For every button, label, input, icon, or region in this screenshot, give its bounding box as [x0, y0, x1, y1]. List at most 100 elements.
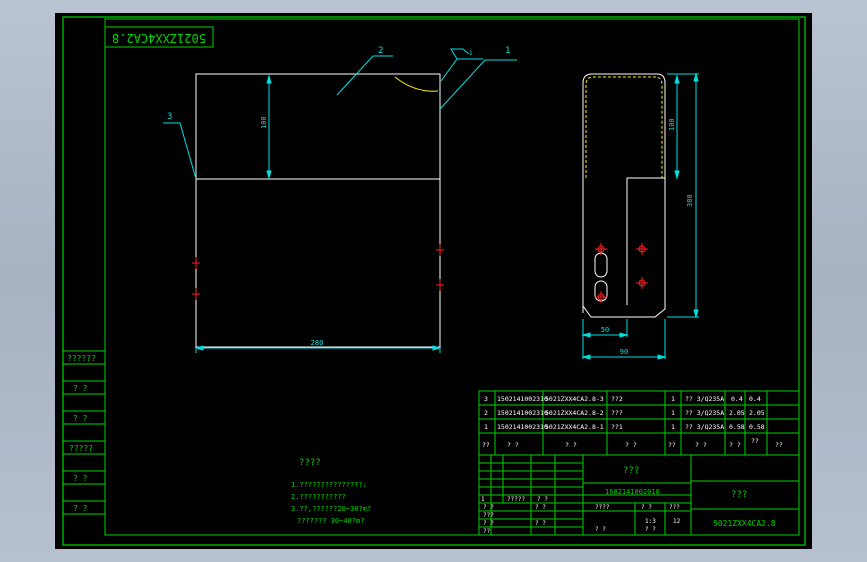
side-view[interactable]: 100 380 50 90 [581, 72, 699, 360]
bom-row2-qty: 1 [671, 409, 675, 417]
bom-row3-no: 3 [484, 395, 488, 403]
bom-row1-material: ?? 3/Q235A [685, 423, 724, 431]
bom-row2-material: ?? 3/Q235A [685, 409, 724, 417]
bom-row2-w2: 2.05 [749, 409, 765, 417]
dim-side-lower-text: 50 [601, 326, 609, 334]
drawing-sheet[interactable]: 5021ZXX4CA2.8 ?????? ? ? ? ? ????? ? ? ?… [55, 13, 812, 549]
side-hidden-profile [585, 76, 663, 178]
dim-front-width-text: 280 [311, 339, 324, 347]
bom-row3-material: ?? 3/Q235A [685, 395, 724, 403]
side-outer-profile [582, 73, 666, 313]
bom-header-qty: ?? [668, 441, 676, 449]
title-company: ??? [731, 490, 747, 500]
balloon-2: 2 [378, 46, 383, 56]
left-cell-3: ? ? [73, 414, 88, 423]
title-sheet-field-2: ? ? [645, 526, 656, 533]
title-rev-marker: 1 [481, 496, 485, 503]
bom-row2-drawing: 5021ZXX4CA2.8-2 [545, 409, 604, 417]
balloon-leaders [163, 48, 517, 180]
bom-row1-w1: 0.58 [729, 423, 745, 431]
balloon-1: 1 [505, 46, 510, 56]
notes-title: ???? [299, 458, 321, 468]
title-part-name: ??? [623, 466, 639, 476]
title-approver: ? ? [483, 520, 494, 527]
dim-front-height-text: 100 [260, 116, 268, 129]
title-block-grid [478, 454, 800, 536]
title-scale: 1:3 [645, 518, 656, 525]
title-sheet-label: ? ? [641, 504, 652, 511]
dim-side-widths [581, 319, 667, 360]
dim-front-height [266, 74, 272, 180]
dim-side-upper-text: 100 [668, 118, 676, 131]
bom-header-weight: ? ? [729, 441, 741, 449]
title-date-2: ? ? [535, 520, 546, 527]
title-block-text: ??? 1602141002010 ??? 5021ZXX4CA2.8 ????… [481, 466, 776, 535]
bom-header-no: ?? [482, 441, 490, 449]
bom-header-material: ? ? [695, 441, 707, 449]
weld-curve [394, 76, 439, 92]
mirrored-drawing-number: 5021ZXX4CA2.8 [112, 31, 206, 45]
title-scale-label: ???? [595, 504, 610, 511]
dim-front-width [194, 345, 442, 353]
bom-header-name: ? ? [625, 441, 637, 449]
bom-row3-drawing: 5021ZXX4CA2.8-3 [545, 395, 604, 403]
outer-frame [62, 16, 806, 546]
left-cell-2: ? ? [73, 384, 88, 393]
title-date: ? ? [535, 504, 546, 511]
mirrored-number-box [104, 26, 214, 48]
left-revision-column [63, 350, 105, 515]
title-weight-label: ??? [669, 504, 680, 511]
balloon-3: 3 [167, 112, 172, 122]
bom-rows: 3 1502141002310 5021ZXX4CA2.8-3 ??2 1 ??… [484, 395, 765, 431]
bom-row1-code: 1502141002310 [497, 423, 548, 431]
left-cell-1: ?????? [67, 354, 96, 363]
bom-header-code: ? ? [507, 441, 519, 449]
notes-line-4: ??????? 30~40?m? [297, 517, 364, 525]
title-part-code: 1602141002010 [605, 488, 660, 496]
notes-line-1: 1.???????????????: [291, 481, 367, 489]
bom-row3-w2: 0.4 [749, 395, 761, 403]
title-rev-label: ????? [507, 496, 525, 503]
side-hole-centers [595, 243, 648, 303]
front-hole-centers [192, 244, 444, 300]
bom-row2-name: ??? [611, 409, 623, 417]
dim-side-total-text: 90 [620, 348, 628, 356]
bom-row2-no: 2 [484, 409, 488, 417]
bom-row3-qty: 1 [671, 395, 675, 403]
dim-side-heights [667, 72, 699, 319]
title-process: ?? [483, 528, 491, 535]
bom-row1-w2: 0.58 [749, 423, 765, 431]
title-checker: ??? [483, 512, 494, 519]
bom-header-note: ?? [775, 441, 783, 449]
front-outline [195, 73, 441, 348]
bom-row1-no: 1 [484, 423, 488, 431]
bom-header-unit: ?? [751, 437, 759, 445]
left-cell-6: ? ? [73, 504, 88, 513]
bom-header: ?? ? ? ? ? ? ? ?? ? ? ? ? ?? ?? [482, 437, 783, 449]
drawing-canvas[interactable]: 5021ZXX4CA2.8 ?????? ? ? ? ? ????? ? ? ?… [55, 13, 812, 549]
bom-row2-code: 1502141002310 [497, 409, 548, 417]
bom-header-drawing: ? ? [565, 441, 577, 449]
inner-frame [104, 18, 800, 536]
title-drawing-no: 5021ZXX4CA2.8 [713, 519, 776, 528]
title-total-sheets: 12 [673, 518, 681, 525]
title-designer: ? ? [483, 504, 494, 511]
notes-line-3: 3.??,??????20~30?m? [291, 505, 371, 513]
title-sheet-field: ? ? [595, 526, 606, 533]
bom-row2-w1: 2.05 [729, 409, 745, 417]
left-cell-5: ? ? [73, 474, 88, 483]
technical-notes: ???? 1.???????????????: 2.??????????? 3.… [291, 458, 371, 525]
bom-row3-w1: 0.4 [731, 395, 743, 403]
side-lower-plate [582, 177, 666, 318]
title-rev-sign: ? ? [537, 496, 548, 503]
bom-row3-name: ??2 [611, 395, 623, 403]
side-slot-1 [594, 252, 608, 278]
bom-row1-qty: 1 [671, 423, 675, 431]
bom-row1-name: ??1 [611, 423, 623, 431]
bom-row1-drawing: 5021ZXX4CA2.8-1 [545, 423, 604, 431]
front-view[interactable]: 100 280 2 1 3 1 [163, 46, 517, 353]
weld-symbol-note: 1 [469, 50, 473, 57]
notes-line-2: 2.??????????? [291, 493, 346, 501]
left-cell-4: ????? [69, 444, 93, 453]
